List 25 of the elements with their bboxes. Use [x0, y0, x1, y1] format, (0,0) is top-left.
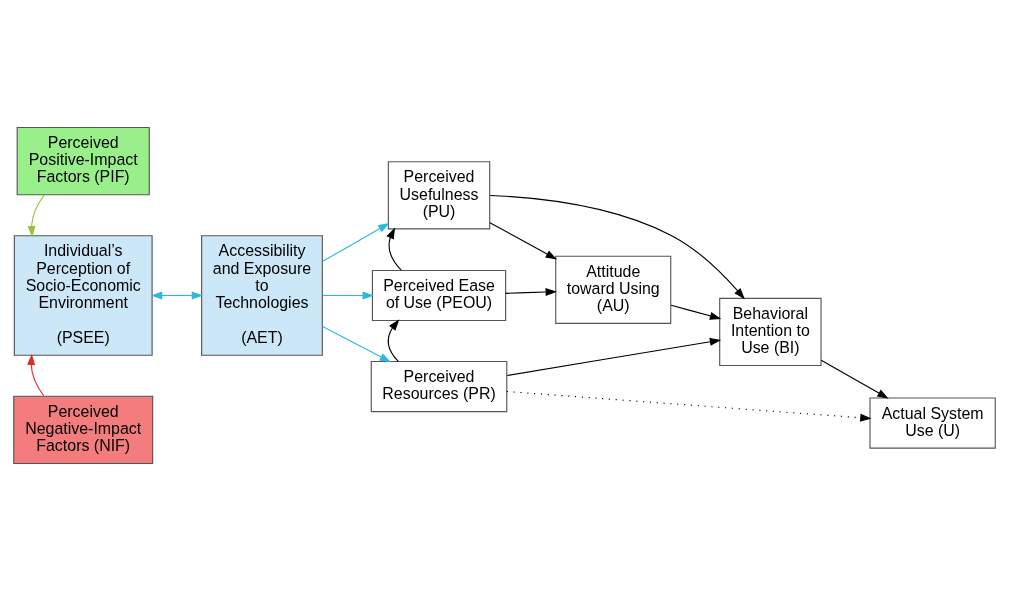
node-box: Perceived Usefulness (PU): [387, 161, 491, 230]
node-box: Attitude toward Using (AU): [555, 255, 672, 324]
node-box: Behavioral Intention to Use (BI): [719, 297, 822, 367]
arrow: [27, 194, 45, 238]
arrow: [506, 337, 722, 377]
arrow: [489, 194, 745, 300]
arrow: [27, 353, 45, 397]
arrow: [505, 288, 557, 296]
arrow: [506, 390, 872, 422]
node-box: Perceived Resources (PR): [370, 360, 508, 413]
node-box: Perceived Ease of Use (PEOU): [371, 269, 507, 322]
arrow: [820, 359, 889, 399]
arrow: [387, 319, 400, 362]
arrow: [489, 222, 558, 260]
node-box: Actual System Use (U): [869, 397, 996, 449]
arrow: [386, 227, 402, 271]
node-box: Perceived Negative-Impact Factors (NIF): [13, 395, 154, 464]
arrow: [322, 223, 390, 262]
arrow: [322, 291, 374, 300]
node-box: Individual’s Perception of Socio-Economic Environment (PSEE): [13, 235, 153, 356]
arrow: [670, 304, 722, 320]
node-box: Perceived Positive-Impact Factors (PIF): [16, 127, 150, 196]
arrow: [150, 291, 204, 300]
node-box: Accessibility and Exposure to Technologies (AET): [201, 235, 323, 356]
arrow: [322, 326, 392, 363]
